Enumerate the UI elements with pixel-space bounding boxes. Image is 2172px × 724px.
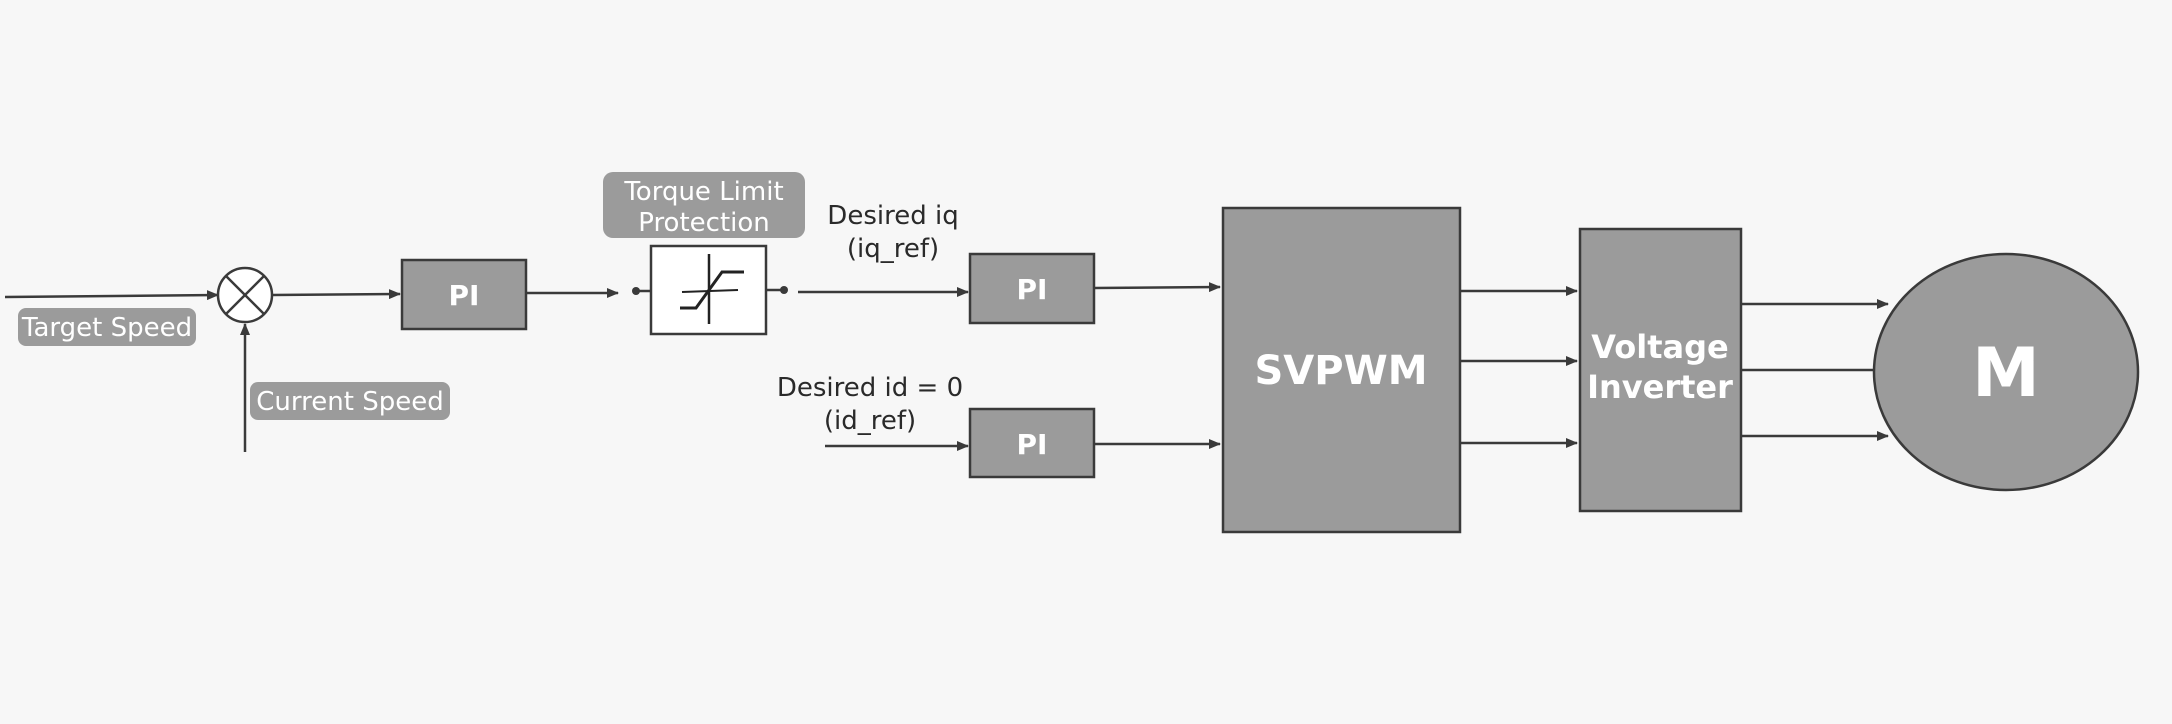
iq-pi-to-svpwm-arrow <box>1093 282 1221 293</box>
desired-iq-label-line2: (iq_ref) <box>847 234 939 264</box>
svpwm-label: SVPWM <box>1254 348 1427 394</box>
speed-pi-block <box>400 258 528 331</box>
voltage-inverter-label-line2: Inverter <box>1587 368 1733 406</box>
desired-id-label-line1: Desired id = 0 <box>777 373 963 403</box>
iq-pi-block <box>968 252 1096 325</box>
desired-iq-label-line1: Desired iq <box>827 201 958 231</box>
motor-label: M <box>1972 334 2040 413</box>
iq-pi-label: PI <box>1017 273 1048 306</box>
target-speed-pill <box>18 308 196 346</box>
current-speed-pill <box>250 382 450 420</box>
saturation-block <box>632 244 788 336</box>
junction-to-pi-arrow <box>271 289 401 300</box>
target-speed-label: Target Speed <box>21 313 192 343</box>
id-pi-block <box>968 407 1096 479</box>
desired-id-label-line2: (id_ref) <box>824 406 916 436</box>
torque-limit-label-line2: Protection <box>638 208 770 238</box>
target-speed-arrow <box>4 290 219 301</box>
summing-junction <box>216 266 274 324</box>
current-speed-label: Current Speed <box>256 387 443 417</box>
voltage-inverter-block <box>1578 227 1743 513</box>
torque-limit-label-line1: Torque Limit <box>623 177 783 207</box>
motor-circle <box>1872 252 2140 492</box>
svpwm-block <box>1221 206 1462 534</box>
speed-pi-label: PI <box>449 279 480 312</box>
torque-limit-pill <box>603 172 805 238</box>
voltage-inverter-label-line1: Voltage <box>1591 328 1728 366</box>
id-pi-label: PI <box>1017 428 1048 461</box>
